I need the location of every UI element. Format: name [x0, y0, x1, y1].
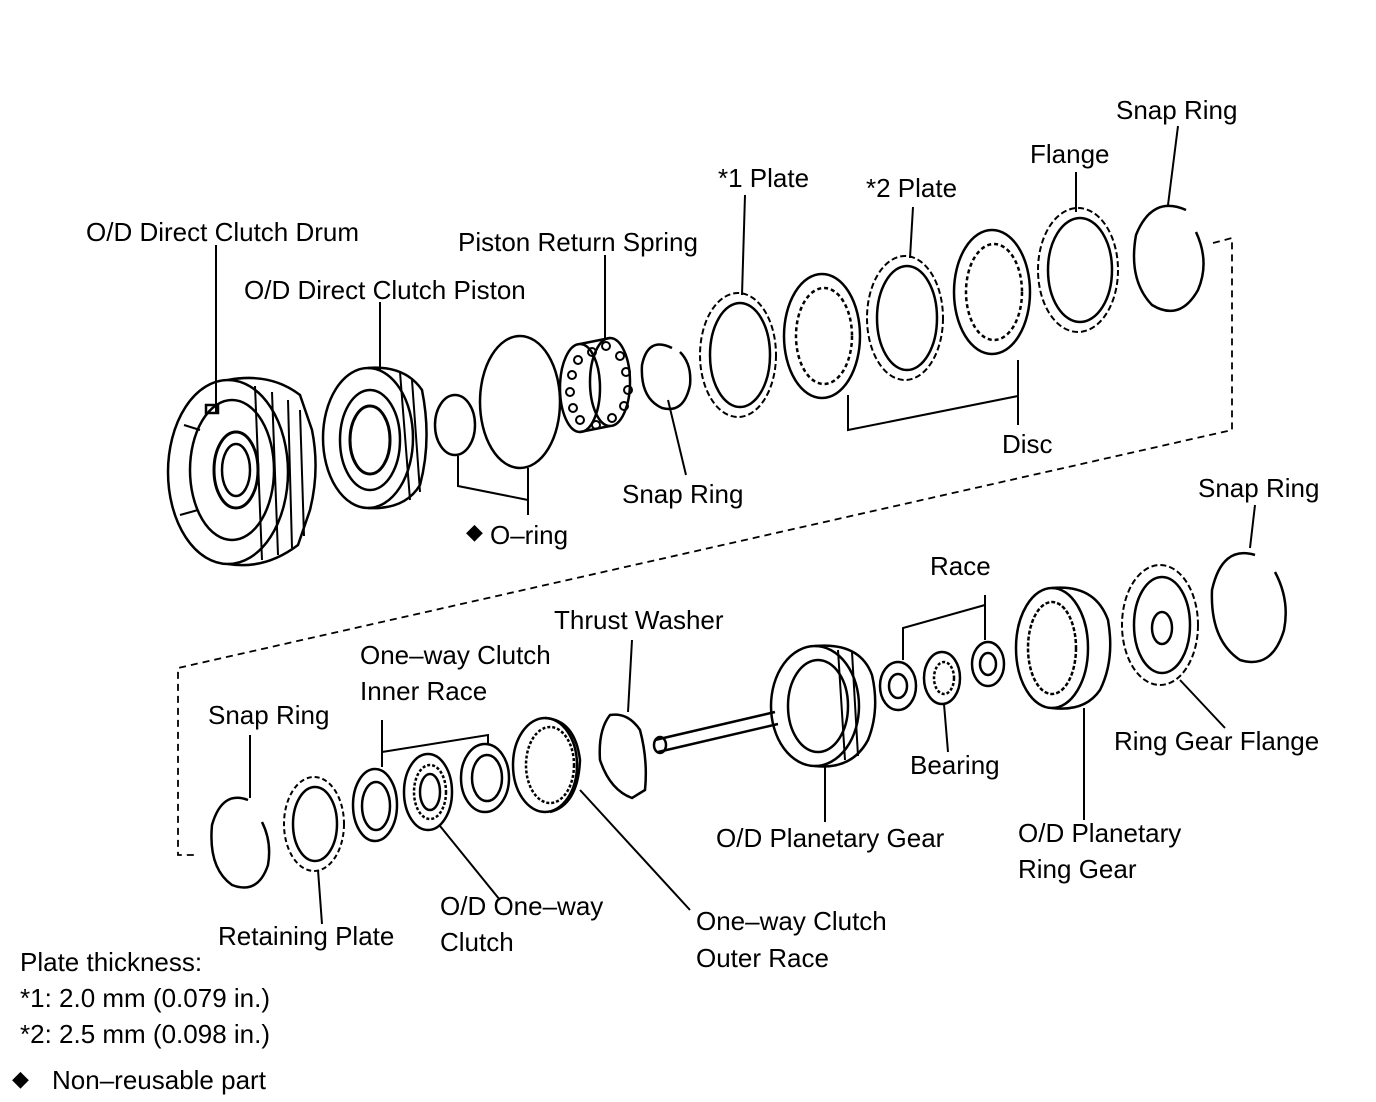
- note-plate-1-thickness: *1: 2.0 mm (0.079 in.): [20, 983, 270, 1013]
- o-ring-large: [478, 334, 562, 470]
- o-ring-small: [433, 393, 477, 457]
- label-ring-gear-flange: Ring Gear Flange: [1114, 726, 1320, 756]
- label-od-direct-clutch-piston: O/D Direct Clutch Piston: [244, 275, 526, 305]
- label-od-planetary-gear: O/D Planetary Gear: [716, 823, 945, 853]
- label-snap-ring-right: Snap Ring: [1198, 473, 1320, 503]
- one-way-clutch-inner-race: [351, 767, 399, 843]
- snap-ring-left: [210, 796, 271, 889]
- o-ring-bracket: [457, 456, 529, 515]
- label-plate-1: *1 Plate: [718, 163, 810, 193]
- snap-ring-top: [1132, 204, 1205, 313]
- retaining-plate: [283, 776, 345, 872]
- disc-1: [782, 272, 862, 400]
- label-disc: Disc: [1002, 429, 1053, 459]
- label-piston-return-spring: Piston Return Spring: [458, 227, 698, 257]
- disc-bracket: [847, 360, 1019, 432]
- label-owc-outer-race-line1: One–way Clutch: [696, 906, 887, 936]
- od-planetary-ring-gear: [1014, 586, 1112, 710]
- label-thrust-washer: Thrust Washer: [554, 605, 724, 635]
- od-one-way-clutch: [402, 752, 454, 832]
- label-owc-line2: Clutch: [440, 927, 514, 957]
- bottom-leaders: [249, 504, 1256, 925]
- disc-2: [952, 228, 1032, 356]
- thrust-washer: [598, 713, 648, 800]
- label-snap-ring-left: Snap Ring: [208, 700, 330, 730]
- flange: [1037, 207, 1119, 333]
- ring-gear-flange: [1121, 564, 1199, 686]
- race-left: [878, 660, 918, 712]
- label-owc-inner-race-line1: One–way Clutch: [360, 640, 551, 670]
- od-planetary-gear: [652, 644, 877, 768]
- inner-race-ring: [459, 742, 511, 814]
- non-reusable-marker: ◆: [466, 519, 483, 544]
- label-plate-2: *2 Plate: [866, 173, 958, 203]
- label-o-ring: O–ring: [490, 520, 569, 550]
- label-od-direct-clutch-drum: O/D Direct Clutch Drum: [86, 217, 360, 247]
- label-owc-outer-race-line2: Outer Race: [696, 943, 829, 973]
- top-leaders: [215, 125, 1179, 476]
- label-snap-ring-top: Snap Ring: [1116, 95, 1238, 125]
- label-race: Race: [930, 551, 991, 581]
- label-owc-line1: O/D One–way: [440, 891, 604, 921]
- snap-ring-mid: [640, 343, 692, 411]
- label-retaining-plate: Retaining Plate: [218, 921, 395, 951]
- label-planetary-ring-gear-line2: Ring Gear: [1018, 854, 1137, 884]
- plate-1: [699, 292, 777, 418]
- label-snap-ring-mid: Snap Ring: [622, 479, 744, 509]
- snap-ring-right: [1210, 552, 1287, 664]
- bearing-part: [922, 650, 962, 706]
- piston-return-spring: [558, 336, 633, 434]
- od-direct-clutch-drum: [166, 376, 317, 567]
- label-bearing: Bearing: [910, 750, 1000, 780]
- race-bracket: [902, 595, 986, 660]
- od-direct-clutch-piston: [321, 366, 428, 510]
- one-way-clutch-outer-race: [511, 716, 582, 814]
- label-flange: Flange: [1030, 139, 1110, 169]
- plate-2: [866, 255, 944, 381]
- note-plate-2-thickness: *2: 2.5 mm (0.098 in.): [20, 1019, 270, 1049]
- legend-symbol: ◆: [12, 1066, 29, 1091]
- race-right: [970, 640, 1006, 688]
- label-owc-inner-race-line2: Inner Race: [360, 676, 488, 706]
- legend-non-reusable: Non–reusable part: [52, 1065, 266, 1095]
- note-heading: Plate thickness:: [20, 947, 203, 977]
- dashed-connector: [177, 236, 1233, 856]
- label-planetary-ring-gear-line1: O/D Planetary: [1018, 818, 1182, 848]
